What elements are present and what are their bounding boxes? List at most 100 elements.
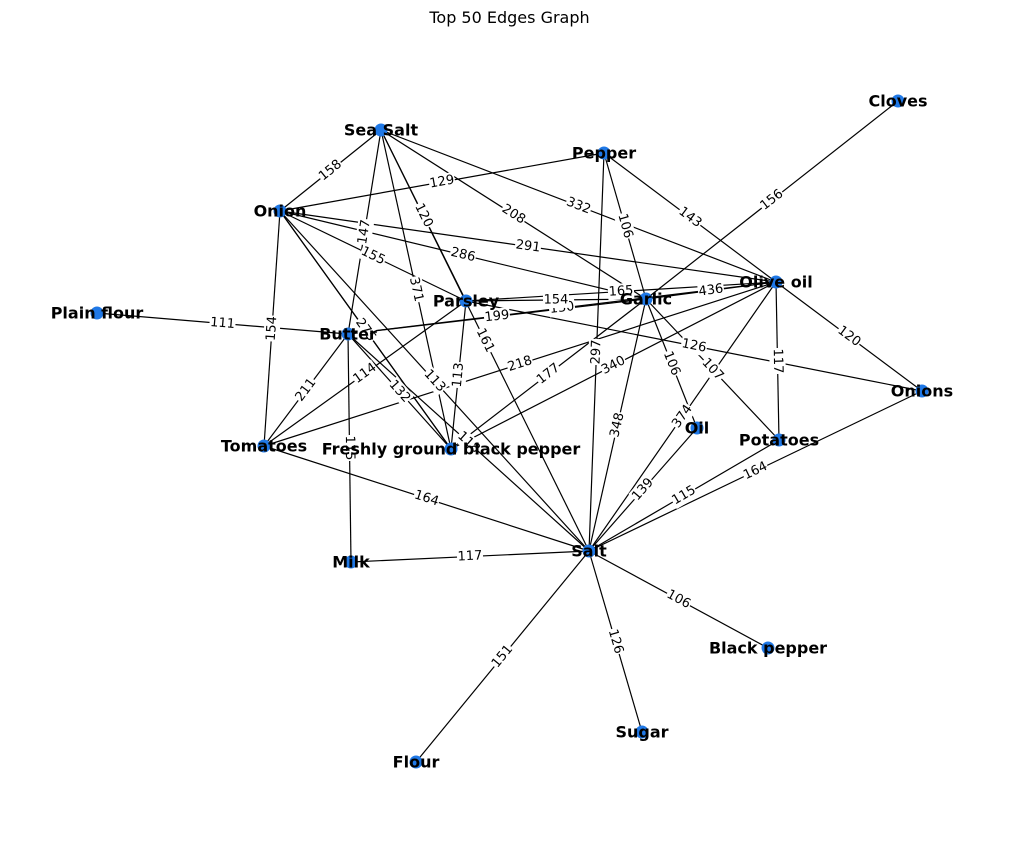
node-plain-flour (90, 306, 104, 320)
edge-weight-label: 151 (488, 641, 517, 672)
edge-weight-label: 129 (427, 171, 457, 193)
edge-weight-background (679, 335, 709, 357)
node-label-freshly-ground-black-pepper: Freshly ground black pepper (322, 440, 581, 459)
edge-weight-text: 297 (589, 339, 605, 364)
edge-weight-label: 199 (483, 307, 511, 326)
node-label-sugar: Sugar (615, 723, 668, 742)
edge-weight-label: 147 (354, 217, 375, 247)
edge-weight-background (449, 361, 468, 389)
edge-weight-label: 218 (505, 352, 535, 376)
edge-weight-background (498, 200, 529, 229)
edge-weight-text: 154 (544, 292, 569, 307)
edge-weight-label: 113 (449, 361, 468, 389)
edge-weight-label: 106 (663, 586, 694, 613)
node-black-pepper (761, 641, 775, 655)
edge-weight-background (697, 280, 725, 301)
edge-weight-background (349, 359, 381, 388)
node-potatoes (772, 433, 786, 447)
edge-weight-label: 120 (410, 200, 437, 231)
node-parsley (459, 294, 473, 308)
node-onions (915, 384, 929, 398)
edge-weight-label: 156 (756, 185, 788, 215)
edge-weight-text: 371 (406, 276, 426, 303)
edge-weight-label: 348 (606, 410, 629, 440)
edge-weight-background (668, 401, 697, 432)
edge-weight-text: 165 (608, 283, 634, 299)
edge-weight-text: 126 (605, 627, 626, 655)
edge-weight-background (607, 282, 635, 301)
edge-weight-text: 147 (355, 219, 374, 246)
node-sugar (635, 725, 649, 739)
edge-weight-text: 158 (316, 157, 345, 184)
node-label-butter: Butter (319, 325, 377, 344)
edge-weight-background (542, 291, 570, 309)
edge-weight-background (419, 365, 450, 397)
edge-weight-text: 117 (457, 548, 482, 564)
edge-weight-background (588, 338, 605, 366)
edge-weight-text: 177 (534, 360, 563, 387)
edge-weight-background (513, 236, 543, 257)
node-label-garlic: Garlic (620, 290, 672, 309)
edge-weight-label: 165 (607, 282, 635, 301)
edge-weight-background (291, 374, 321, 406)
edge-weight-label: 117 (769, 347, 786, 375)
edge-weight-background (351, 314, 380, 346)
edge-weight-background (663, 586, 694, 613)
edge-weight-background (341, 434, 358, 462)
edge-weight-background (505, 352, 535, 376)
node-milk (344, 555, 358, 569)
edge-weight-label: 115 (341, 434, 358, 462)
edge-weight-text: 436 (698, 281, 725, 299)
edge-weight-text: 126 (680, 336, 707, 356)
edge-weight-label: 132 (384, 376, 415, 407)
node-onion (273, 204, 287, 218)
node-label-flour: Flour (393, 753, 440, 772)
edge-weight-text: 129 (428, 172, 455, 191)
edge-weight-text: 332 (564, 195, 593, 218)
edge-weight-label: 143 (674, 203, 706, 232)
graph-title: Top 50 Edges Graph (429, 8, 590, 27)
edge-weight-background (668, 482, 700, 509)
node-butter (341, 327, 355, 341)
node-label-onions: Onions (891, 382, 953, 401)
edge-weight-label: 111 (208, 314, 237, 333)
edge-weight-background (769, 347, 786, 375)
edge-weight-background (697, 354, 728, 385)
node-label-olive-oil: Olive oil (739, 273, 812, 292)
edge-weight-label: 211 (291, 374, 321, 406)
edge-weight-label: 436 (697, 280, 725, 301)
edge-weight-background (263, 314, 281, 343)
edge-weight-label: 161 (472, 325, 498, 356)
node-cloves (891, 94, 905, 108)
edge-weight-text: 348 (607, 411, 627, 439)
edge-weight-label: 158 (315, 156, 346, 185)
edge-weight-label: 371 (405, 275, 427, 304)
node-label-salt: Salt (571, 542, 607, 561)
edge-weight-background (453, 427, 484, 458)
edge-weight-background (740, 458, 771, 484)
edge-weight-background (208, 314, 237, 333)
edge-weight-background (357, 243, 389, 269)
edge-weight-label: 126 (679, 335, 709, 357)
edge-weight-background (674, 203, 706, 232)
edge-weight-background (410, 200, 437, 231)
node-pepper (597, 146, 611, 160)
edge-weight-text: 106 (614, 212, 635, 240)
edge-weight-text: 164 (412, 488, 440, 510)
edge-weight-text: 113 (450, 362, 467, 388)
edge-weight-label: 106 (613, 211, 637, 241)
node-label-black-pepper: Black pepper (709, 639, 827, 658)
edge-weight-background (488, 641, 517, 672)
node-label-oil: Oil (685, 419, 710, 438)
node-freshly-ground-black-pepper (444, 442, 458, 456)
edge-weight-background (354, 217, 375, 247)
edge-weight-background (598, 352, 629, 379)
node-label-milk: Milk (332, 553, 370, 572)
edge-weight-label: 164 (411, 486, 442, 511)
edge-weight-background (604, 626, 627, 657)
edge-weight-background (756, 185, 788, 215)
edge-weight-label: 332 (563, 193, 594, 219)
edge-weight-label: 286 (448, 244, 478, 266)
edge-weight-label: 117 (456, 547, 484, 566)
